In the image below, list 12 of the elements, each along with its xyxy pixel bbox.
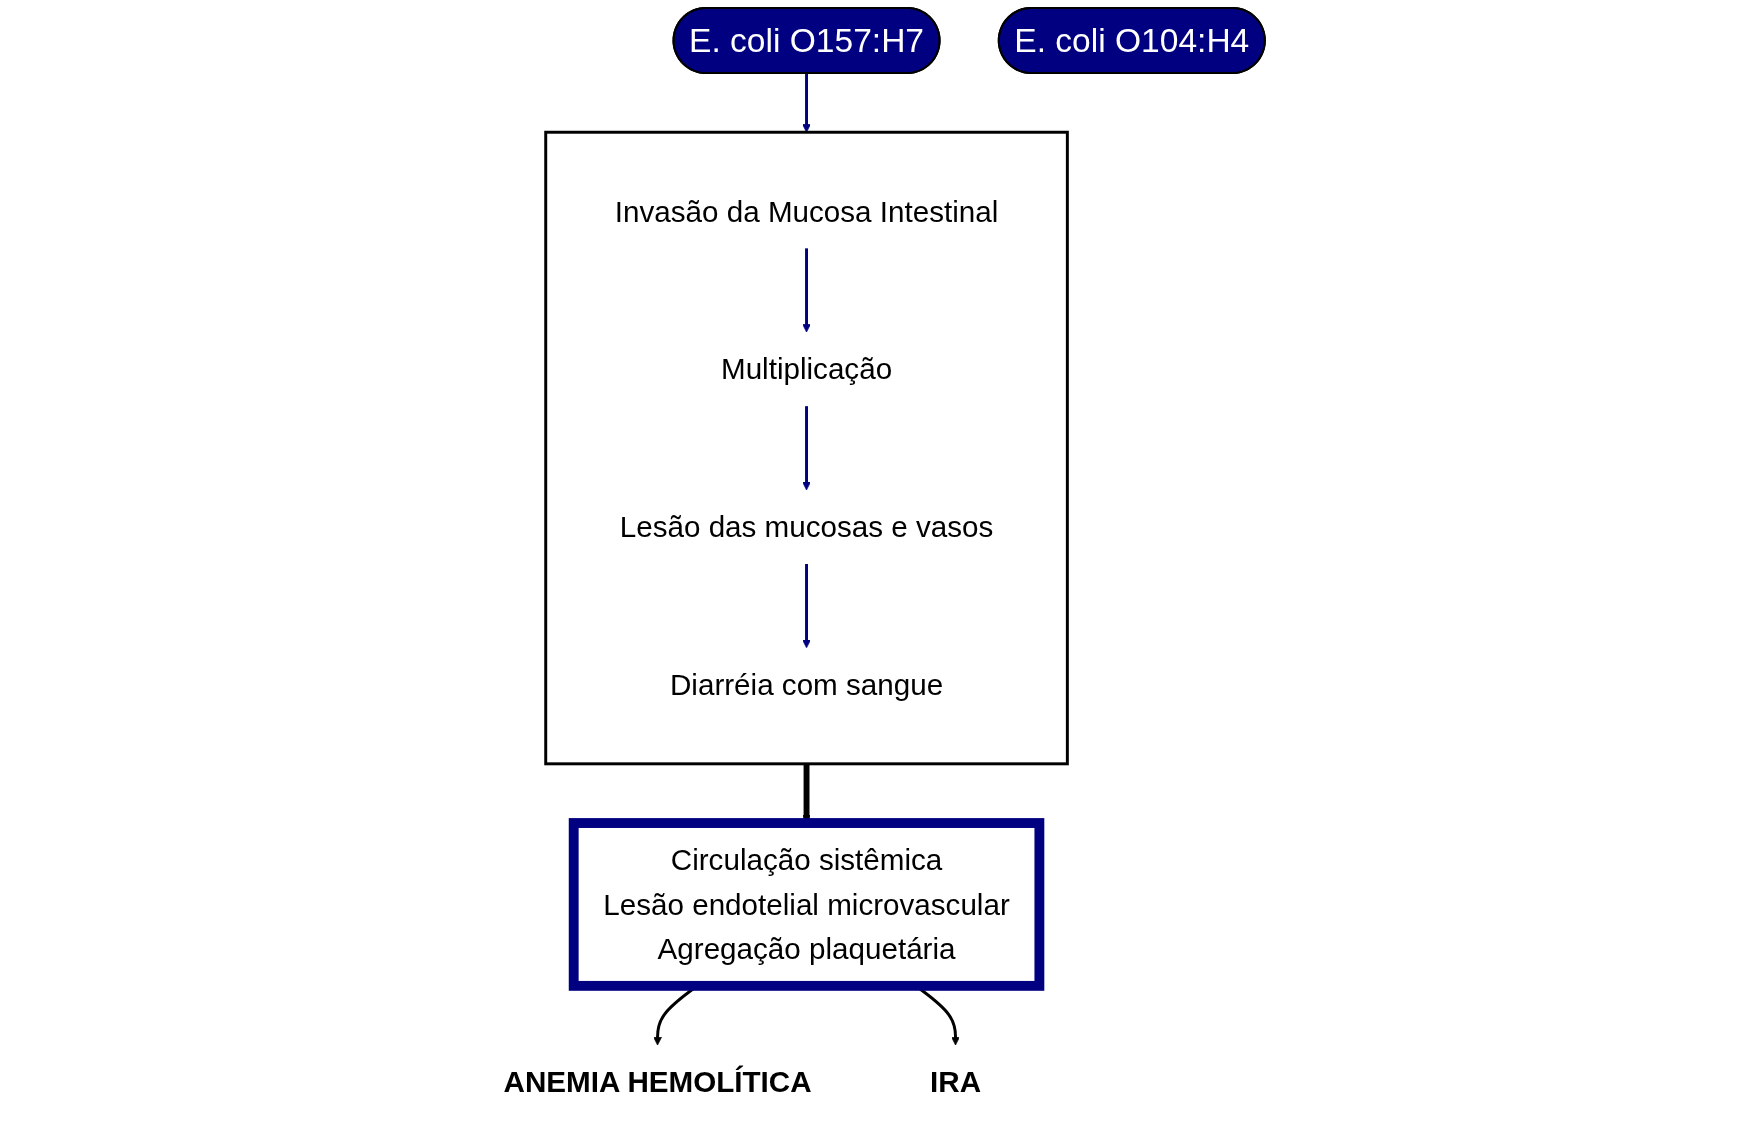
arrow	[801, 248, 811, 333]
arrow	[801, 564, 811, 649]
arrow	[801, 73, 811, 133]
cluster	[543, 130, 1069, 766]
node-box: Circulação sistêmica Lesão endotelial microvascular Agregação plaquetária	[568, 818, 1044, 991]
arrow	[801, 406, 811, 491]
node-text: ANEMIA HEMOLÍTICA	[503, 1065, 812, 1099]
node-text: Invasão da Mucosa Intestinal	[614, 194, 998, 228]
node-text: Diarréia com sangue	[669, 668, 943, 702]
node-text: IRA	[929, 1065, 981, 1099]
node-text: Multiplicação	[720, 352, 892, 386]
node-text: Lesão das mucosas e vasos	[619, 510, 993, 544]
